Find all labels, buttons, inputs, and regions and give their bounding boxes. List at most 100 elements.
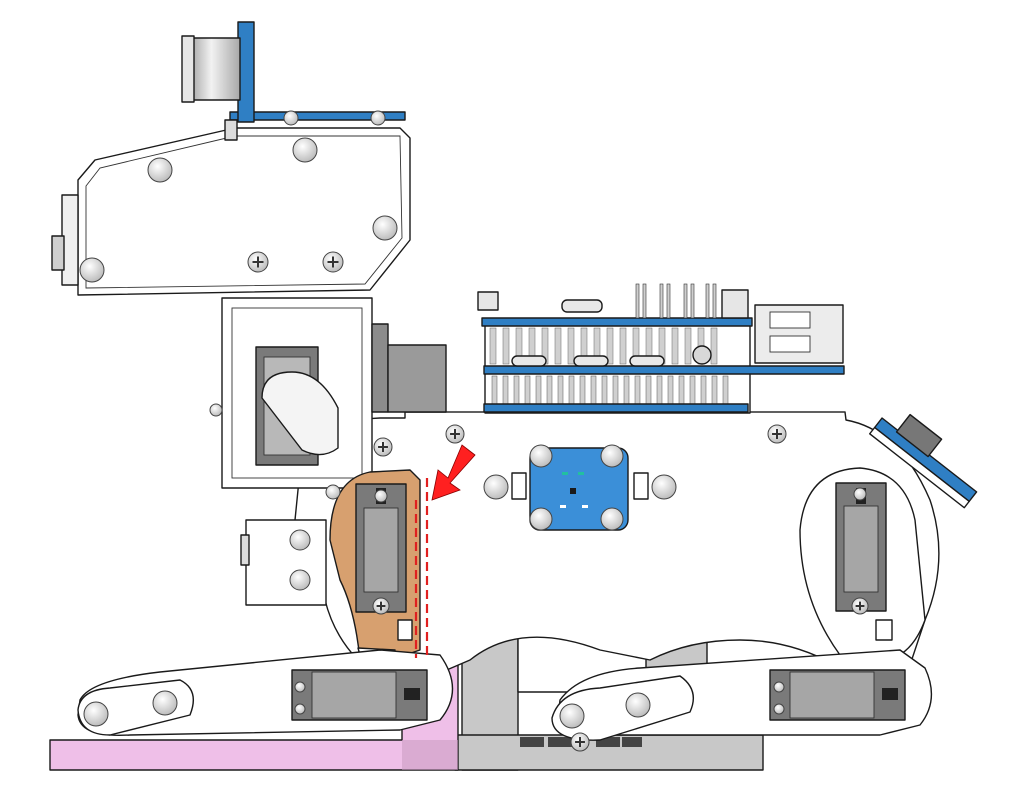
rear-servo-face: [843, 505, 879, 593]
head-bracket-inner: [85, 135, 403, 289]
heatsink-fin: [579, 375, 586, 405]
heatsink-fin: [710, 327, 718, 365]
hip-connector-block: [245, 519, 327, 606]
screw: [773, 703, 785, 715]
head-knob: [51, 235, 65, 271]
neck-assembly: [221, 297, 447, 606]
screw-head: [370, 110, 386, 126]
heatsink-fin: [684, 327, 692, 365]
audio-jack: [692, 345, 712, 365]
imu-board: [511, 447, 649, 531]
screw-head: [292, 137, 318, 163]
screw-head: [79, 257, 105, 283]
heatsink-fin: [645, 375, 652, 405]
screw: [445, 424, 465, 444]
screw: [767, 424, 787, 444]
header-pin: [666, 283, 671, 319]
heatsink-fin: [667, 375, 674, 405]
screw-head: [651, 474, 677, 500]
screw-head: [147, 157, 173, 183]
screw: [325, 484, 341, 500]
screw: [529, 444, 553, 468]
screw-cross: [327, 256, 339, 268]
screw-head: [374, 489, 388, 503]
screw: [289, 569, 311, 591]
ultrasonic-sensor: [181, 35, 241, 103]
foot-overlap-shade: [402, 740, 458, 770]
screw: [283, 110, 299, 126]
head-clip: [224, 119, 238, 141]
screw: [373, 437, 393, 457]
head-bracket: [77, 127, 411, 296]
screw-head: [529, 507, 553, 531]
screw: [600, 507, 624, 531]
header-pin: [712, 283, 717, 319]
screw: [289, 529, 311, 551]
heatsink-fin: [491, 375, 498, 405]
ultrasonic-transducer: [187, 37, 241, 101]
imu-led: [578, 472, 584, 475]
stand-slot: [596, 737, 620, 747]
screw-head: [625, 692, 651, 718]
screw: [853, 487, 867, 501]
usb-a-slot-1: [769, 311, 811, 329]
imu-chip: [570, 488, 576, 494]
screw-head: [294, 703, 306, 715]
rear-upper-leg: [799, 467, 926, 661]
heatsink-fin: [567, 327, 575, 365]
heatsink-fin: [489, 327, 497, 365]
front-knee-wire: [404, 688, 420, 700]
heatsink-fin: [722, 375, 729, 405]
imu-pad: [582, 505, 588, 508]
controller-board-stack: [477, 283, 845, 414]
screw: [600, 444, 624, 468]
ultrasonic-rim: [181, 35, 195, 103]
screw-head: [600, 507, 624, 531]
usb-c-port-2: [573, 355, 609, 367]
pcb-middle: [483, 365, 845, 375]
screw-cross: [378, 442, 388, 452]
heatsink-fin: [590, 375, 597, 405]
heatsink-fin: [601, 375, 608, 405]
pcb-top: [481, 317, 753, 327]
heatsink-fin: [557, 375, 564, 405]
screw-head: [152, 690, 178, 716]
imu-pcb: [529, 447, 629, 531]
rear-lower-leg: [551, 649, 933, 741]
front-servo-tab: [397, 619, 413, 641]
heatsink-fin: [502, 327, 510, 365]
screw-head: [294, 681, 306, 693]
usb-a-slot-2: [769, 335, 811, 353]
heatsink-fin: [711, 375, 718, 405]
header-pin: [683, 283, 688, 319]
red-arrow: [431, 444, 476, 501]
screw-cross: [855, 601, 865, 611]
front-lower-leg: [77, 649, 454, 737]
board-connector-left: [477, 291, 499, 311]
heatsink-fin: [524, 375, 531, 405]
pcb-bottom: [483, 403, 749, 413]
usb-c-port-3: [629, 355, 665, 367]
screw: [773, 681, 785, 693]
header-pin: [642, 283, 647, 319]
screw-cross: [450, 429, 460, 439]
header-pins: [635, 283, 717, 319]
heatsink-fin: [546, 375, 553, 405]
screw-head: [372, 215, 398, 241]
camera-lens-housing: [895, 413, 943, 458]
rear-knee-servo-face: [789, 671, 875, 719]
hip-connector-tab: [240, 534, 250, 566]
board-connector-right: [721, 289, 749, 319]
neck-bracket-inner: [231, 307, 363, 479]
heatsink-fin: [554, 327, 562, 365]
sensor-pcb-horizontal: [229, 111, 406, 121]
usb-c-port-1: [511, 355, 547, 367]
body-plate-outline: [294, 411, 940, 691]
screw-head: [773, 681, 785, 693]
screw: [372, 597, 390, 615]
screw-cross: [376, 601, 386, 611]
annotations: [414, 444, 476, 658]
header-pin: [635, 283, 640, 319]
